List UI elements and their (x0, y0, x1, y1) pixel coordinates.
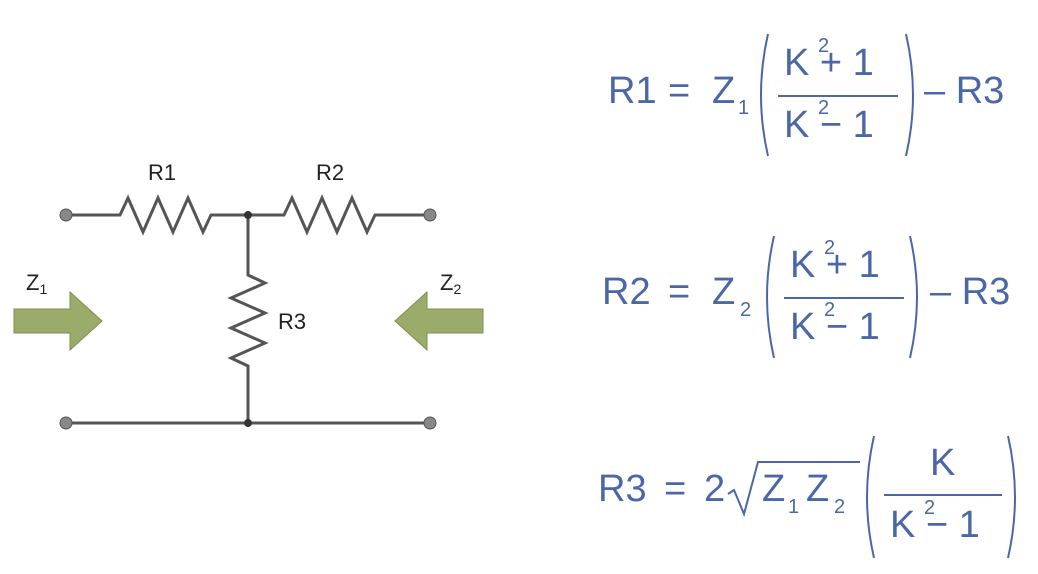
top-wire-left (66, 194, 248, 236)
t-attenuator-circuit: R1 R2 R3 Z1 Z2 (13, 160, 484, 430)
junction-bottom (244, 419, 252, 427)
eq3-z1: Z (762, 468, 786, 510)
eq2-denominator: K − 1 (790, 306, 880, 348)
eq3-z2: Z (806, 468, 830, 510)
eq1-equals: = (668, 70, 691, 112)
terminal-top-left (59, 208, 73, 222)
eq2-fraction-line (784, 297, 904, 299)
top-wire-right (248, 194, 430, 236)
eq2-den-exp: 2 (824, 299, 836, 321)
eq1-z: Z (712, 70, 736, 112)
eq2-numerator: K + 1 (790, 244, 880, 286)
eq2-right-paren (909, 235, 918, 359)
eq1-lhs: R1 (608, 70, 657, 112)
eq3-equals: = (664, 468, 687, 510)
eq2-left-paren (766, 235, 775, 359)
eq2-tail: – R3 (930, 271, 1011, 313)
eq1-denominator: K − 1 (784, 104, 874, 146)
r3-label: R3 (278, 309, 306, 334)
z2-arrow-icon (394, 290, 484, 352)
eq3-sqrt-sign (727, 461, 860, 518)
eq3-left-paren (866, 435, 875, 559)
eq1-left-paren (760, 33, 769, 157)
terminal-bottom-right (423, 416, 437, 430)
eq3-numerator: K (930, 442, 956, 484)
r3-resistor (227, 215, 269, 423)
junction-top (244, 211, 252, 219)
eq2-z: Z (712, 271, 736, 313)
z1-label: Z1 (26, 270, 47, 297)
eq3-z1-sub: 1 (788, 496, 800, 518)
eq2-lhs: R2 (602, 271, 651, 313)
r2-label: R2 (316, 160, 344, 185)
eq1-num-exp: 2 (818, 35, 830, 57)
terminal-bottom-left (59, 416, 73, 430)
eq2-z-sub: 2 (740, 299, 752, 321)
equation-r1: R1 = Z 1 K + 1 2 K − 1 2 – R3 (0, 0, 1038, 160)
eq1-tail: – R3 (924, 70, 1005, 112)
eq1-den-exp: 2 (818, 97, 830, 119)
eq1-numerator: K + 1 (784, 42, 874, 84)
eq3-fraction-line (884, 494, 1002, 496)
eq1-fraction-line (778, 95, 898, 97)
eq1-right-paren (905, 33, 914, 157)
z2-label: Z2 (440, 270, 461, 297)
eq3-denominator: K − 1 (890, 504, 980, 546)
equation-r2: R2 = Z 2 K + 1 2 K − 1 2 – R3 (602, 235, 1011, 359)
eq3-right-paren (1007, 435, 1016, 559)
eq1-z-sub: 1 (738, 97, 750, 119)
eq2-equals: = (668, 271, 691, 313)
eq3-lhs: R3 (598, 468, 647, 510)
z1-arrow-icon (13, 290, 103, 352)
eq2-num-exp: 2 (824, 237, 836, 259)
eq3-z2-sub: 2 (834, 496, 846, 518)
r1-label: R1 (148, 160, 176, 185)
eq3-den-exp: 2 (924, 497, 936, 519)
terminal-top-right (423, 208, 437, 222)
eq3-coef: 2 (704, 468, 726, 510)
